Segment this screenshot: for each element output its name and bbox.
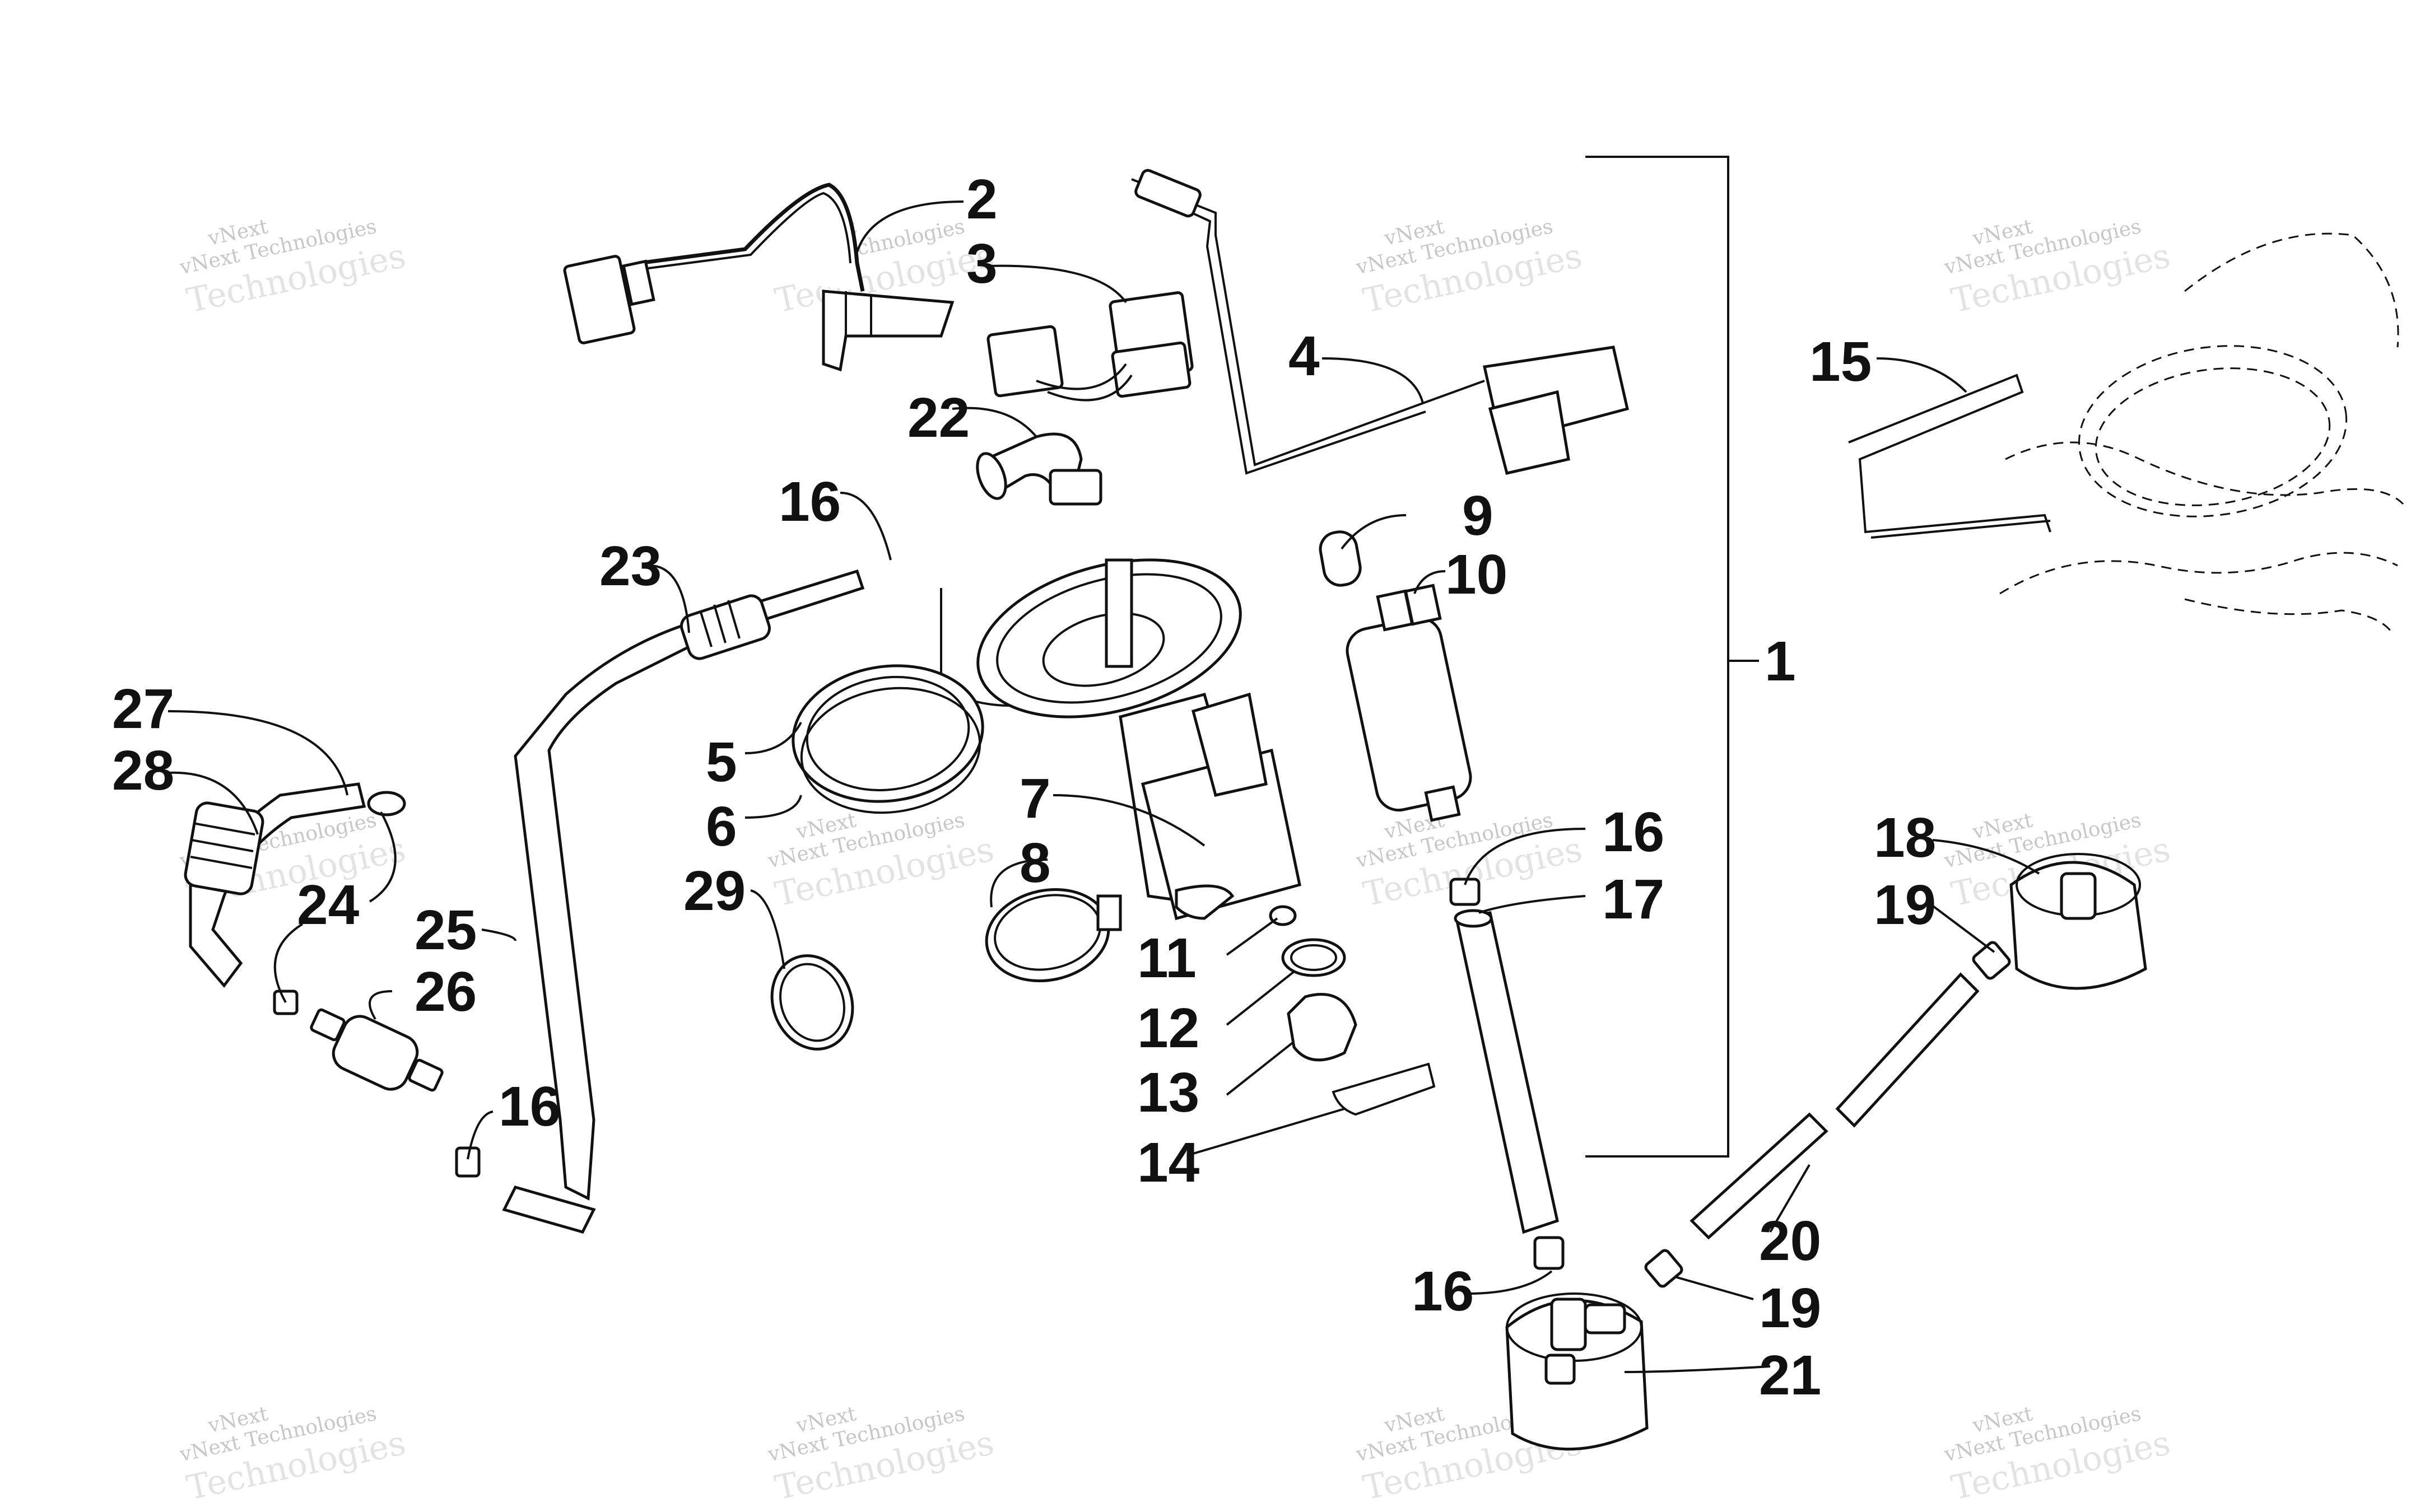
label-10: 10: [1445, 543, 1507, 606]
label-13: 13: [1137, 1061, 1199, 1124]
fuel-pump-module: [940, 558, 1301, 921]
fuel-line-far-left: [184, 782, 406, 988]
gasket-rings: [792, 664, 984, 814]
leader-lines: [167, 200, 2040, 1373]
label-15: 15: [1809, 330, 1872, 393]
watermark-1: vNext vNext Technologies Technologies: [178, 215, 409, 321]
label-12: 12: [1137, 997, 1199, 1060]
assembly-bracket: [1585, 156, 1729, 1158]
label-18: 18: [1874, 806, 1936, 869]
watermark-12: vNext vNext Technologies Technologies: [1942, 1402, 2174, 1508]
label-20: 20: [1759, 1210, 1821, 1272]
wiring-harness: [563, 183, 955, 372]
label-16-pump: 16: [779, 470, 841, 533]
label-19-lower: 19: [1759, 1277, 1821, 1340]
connector-tubes: [1644, 941, 2011, 1288]
fuel-level-sender: [1131, 169, 1629, 475]
label-2: 2: [966, 168, 998, 231]
watermark-9: vNext vNext Technologies Technologies: [178, 1402, 409, 1508]
label-9: 9: [1462, 484, 1493, 547]
label-3: 3: [966, 232, 998, 295]
label-5: 5: [706, 731, 737, 794]
filter-seals: [1269, 905, 1436, 1116]
label-16-hose-bottom: 16: [1412, 1260, 1474, 1323]
label-14: 14: [1137, 1131, 1200, 1194]
label-22: 22: [908, 386, 970, 449]
fuel-line-left: [502, 569, 865, 1234]
pickup-base-lower: [1505, 1292, 1649, 1451]
label-27: 27: [112, 678, 174, 740]
label-7: 7: [1020, 767, 1051, 830]
label-6: 6: [706, 795, 737, 858]
elbow-fitting: [976, 432, 1102, 506]
label-23: 23: [599, 535, 662, 598]
label-24: 24: [297, 874, 360, 936]
label-17: 17: [1602, 868, 1664, 931]
label-16-filter: 16: [499, 1075, 561, 1138]
fuel-hose: [1449, 878, 1565, 1270]
connector: [986, 291, 1194, 402]
label-25: 25: [415, 899, 477, 962]
fuel-pump: [1319, 530, 1472, 822]
label-11: 11: [1137, 927, 1197, 990]
label-4: 4: [1288, 325, 1320, 388]
label-19-upper: 19: [1874, 874, 1936, 936]
label-29: 29: [683, 860, 746, 922]
fuel-tank-retainer: [1848, 232, 2404, 633]
label-26: 26: [415, 960, 477, 1023]
label-1: 1: [1765, 630, 1796, 693]
pickup-base-upper: [2009, 853, 2147, 990]
label-8: 8: [1020, 832, 1051, 894]
hose-clamp: [770, 954, 854, 1051]
watermark-3: vNext vNext Technologies Technologies: [1354, 215, 1586, 321]
label-21: 21: [1759, 1344, 1821, 1407]
strap-clamp: [985, 888, 1122, 983]
label-28: 28: [112, 739, 174, 802]
watermark-10: vNext vNext Technologies Technologies: [766, 1402, 998, 1508]
label-16-hose-top: 16: [1602, 801, 1664, 864]
watermark-4: vNext vNext Technologies Technologies: [1942, 215, 2174, 321]
part-labels: 1 2 3 4 5 6 7 8 9 10 11 12 13 14 15 16 1…: [112, 168, 1936, 1407]
